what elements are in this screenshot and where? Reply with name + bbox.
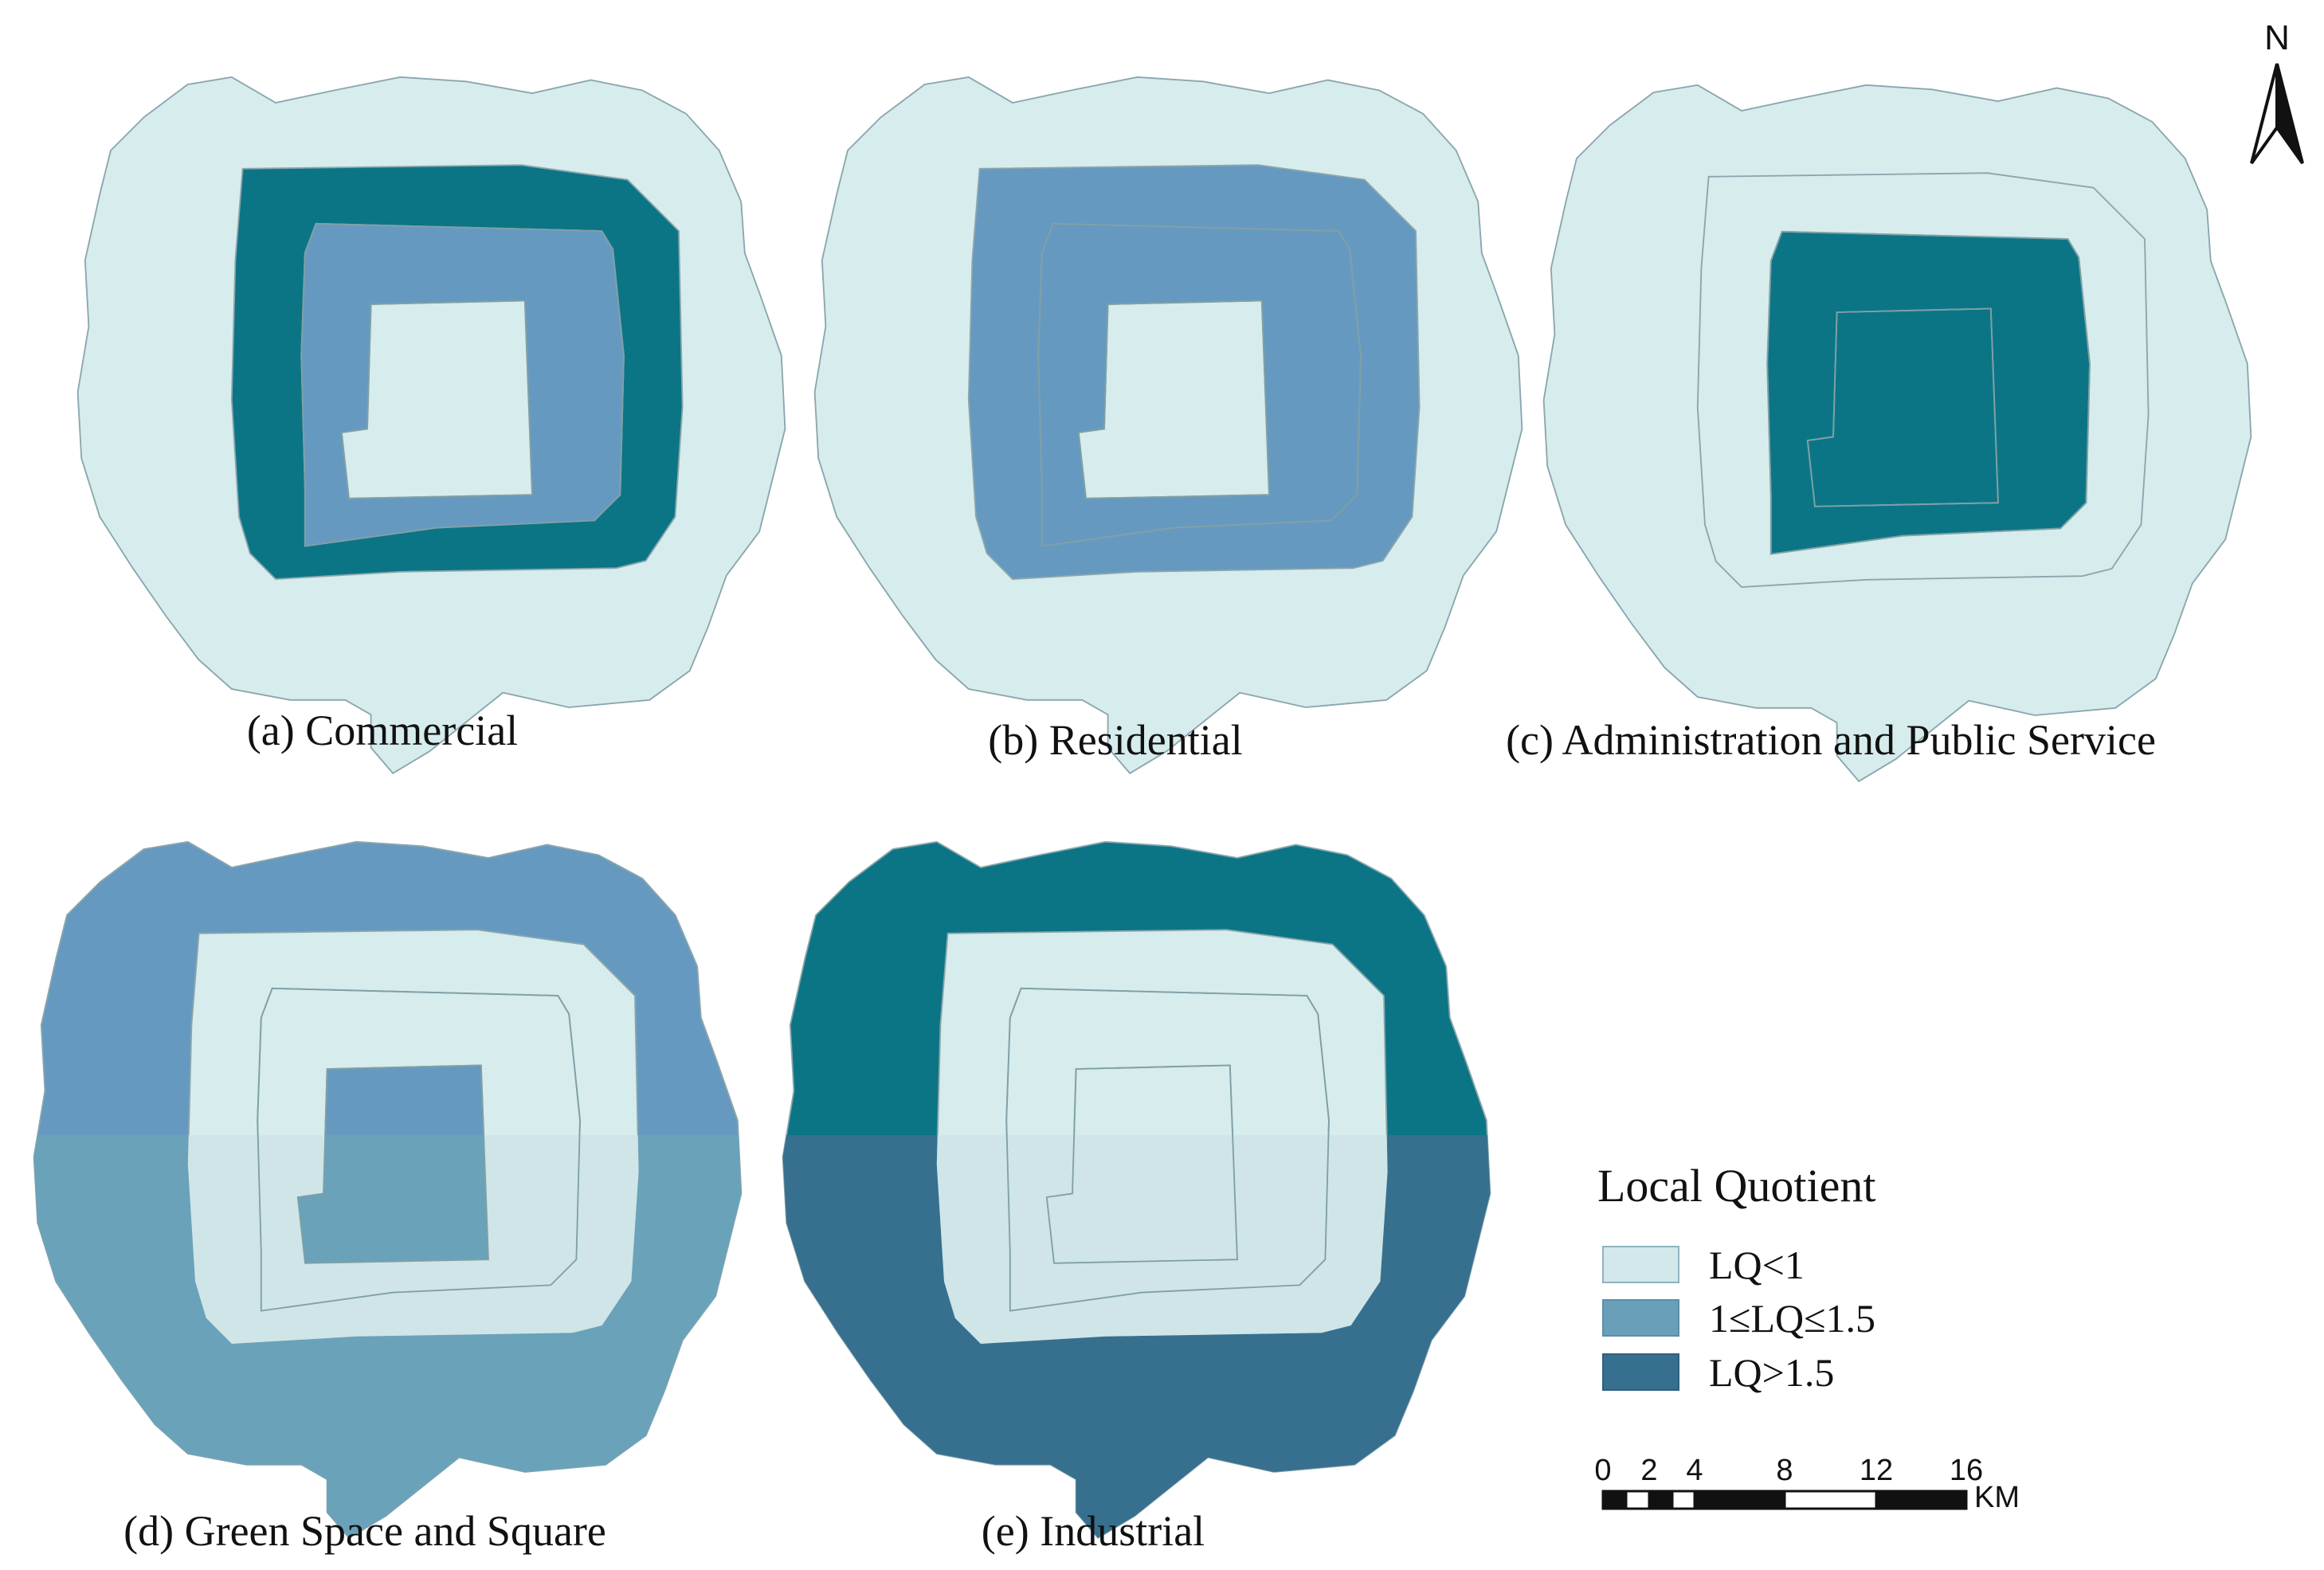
scale-tick-8: 8: [1776, 1454, 1793, 1487]
map-b-core-boundary: [1077, 300, 1270, 499]
legend-swatch-low: [1602, 1246, 1679, 1283]
legend-swatch-high: [1602, 1353, 1679, 1391]
caption-administration: (c) Administration and Public Service: [1506, 716, 2156, 764]
scale-unit: KM: [1974, 1481, 2020, 1514]
legend-swatch-mid: [1602, 1299, 1679, 1337]
north-arrow-label: N: [2264, 18, 2290, 57]
legend-label-low: LQ<1: [1709, 1243, 1805, 1287]
north-arrow-right-half: [2275, 63, 2304, 165]
scale-segment-5: [1695, 1491, 1785, 1509]
scale-tick-16: 16: [1950, 1454, 1983, 1487]
map-b: [813, 76, 1523, 774]
scale-tick-2: 2: [1640, 1454, 1657, 1487]
map-b-inner-boundary: [1037, 222, 1362, 547]
legend-label-mid: 1≤LQ≤1.5: [1709, 1296, 1875, 1341]
map-c-inner-boundary: [1766, 230, 2091, 555]
map-e-lower-shade: [782, 1135, 1491, 1538]
map-a: [76, 76, 786, 774]
legend: Local Quotient LQ<1 1≤LQ≤1.5 LQ>1.5: [1597, 1160, 1876, 1395]
scale-tick-4: 4: [1686, 1454, 1703, 1487]
north-arrow: N: [2250, 18, 2304, 165]
scale-tick-0: 0: [1594, 1454, 1611, 1487]
scale-segment-2: [1624, 1490, 1651, 1510]
scale-segment-4: [1671, 1490, 1696, 1510]
scale-segment-7: [1876, 1491, 1966, 1509]
caption-commercial: (a) Commercial: [247, 707, 518, 754]
north-arrow-left-half: [2250, 63, 2279, 165]
legend-title: Local Quotient: [1597, 1160, 1876, 1212]
map-c-core-boundary: [1806, 307, 1999, 507]
scale-segment-3: [1649, 1491, 1672, 1509]
scale-tick-12: 12: [1860, 1454, 1893, 1487]
map-a-core-boundary: [340, 300, 533, 499]
caption-industrial: (e) Industrial: [982, 1507, 1205, 1555]
caption-residential: (b) Residential: [988, 716, 1242, 764]
legend-label-high: LQ>1.5: [1709, 1350, 1834, 1395]
map-c: [1542, 84, 2252, 782]
map-a-inner-boundary: [300, 222, 625, 547]
maps-layer: [33, 76, 2252, 1539]
caption-green-space: (d) Green Space and Square: [123, 1507, 606, 1555]
scale-bar-outline: [1601, 1490, 1968, 1510]
scale-segment-6: [1783, 1490, 1878, 1510]
scale-segment-1: [1603, 1491, 1626, 1509]
map-d-lower-shade: [33, 1135, 742, 1538]
scale-bar: 0 2 4 8 12 16 KM: [1594, 1454, 2020, 1514]
